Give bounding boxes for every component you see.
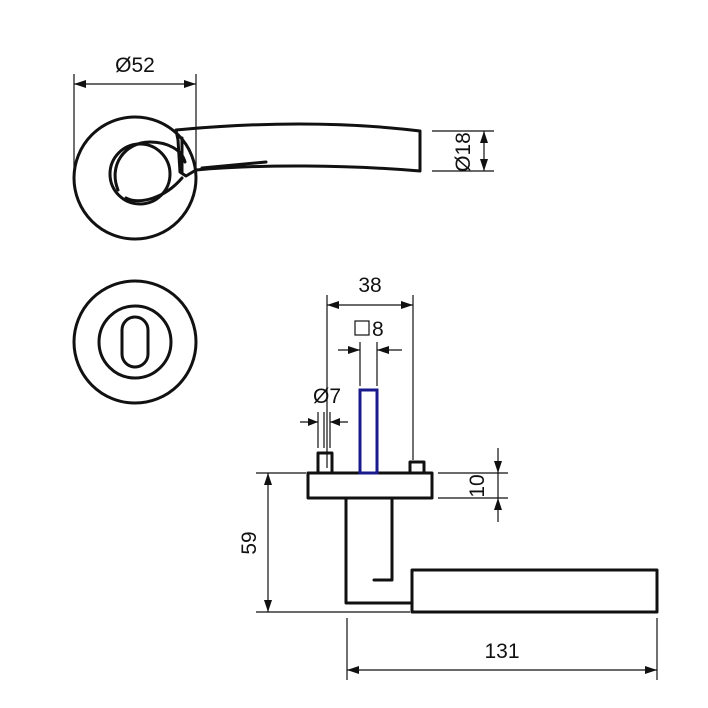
rose-thickness-label: 10 bbox=[466, 474, 489, 497]
escutcheon-outer-circle bbox=[72, 279, 198, 405]
dimension-rose-projection: 38 bbox=[326, 274, 414, 468]
lever-height-label: 59 bbox=[238, 531, 261, 554]
rose-plate bbox=[306, 471, 434, 500]
screw-diameter-label: Ø7 bbox=[313, 385, 341, 408]
dimension-rose-diameter: Ø52 bbox=[73, 54, 197, 170]
lever-neck-inner bbox=[124, 176, 184, 203]
rose-projection-label: 38 bbox=[358, 274, 381, 297]
lever-bar-side bbox=[410, 568, 659, 614]
lever-length-label: 131 bbox=[484, 640, 519, 663]
spindle-square-label: 8 bbox=[372, 318, 384, 341]
dimension-lever-length: 131 bbox=[346, 618, 658, 680]
left-screw-head bbox=[316, 451, 334, 475]
lever-neck bbox=[113, 140, 187, 192]
dimension-lever-height: 59 bbox=[238, 472, 410, 613]
escutcheon-view bbox=[72, 279, 198, 405]
rose-diameter-label: Ø52 bbox=[115, 54, 155, 77]
escutcheon-inner-circle bbox=[97, 304, 173, 380]
lever-body-top-view bbox=[174, 122, 422, 178]
top-view-lever bbox=[72, 115, 422, 241]
lever-seam-line bbox=[200, 160, 268, 170]
side-view-lever bbox=[306, 388, 659, 614]
right-screw-head bbox=[408, 460, 426, 475]
square-symbol-icon bbox=[354, 320, 370, 336]
spindle-bar bbox=[358, 388, 379, 475]
dimension-spindle-square: 8 bbox=[338, 318, 402, 386]
dimension-screw-diameter: Ø7 bbox=[300, 385, 348, 448]
dimension-lever-diameter: Ø18 bbox=[432, 130, 494, 172]
lever-diameter-label: Ø18 bbox=[452, 132, 475, 172]
dimension-rose-thickness: 10 bbox=[438, 448, 508, 522]
lever-neck-side bbox=[344, 496, 414, 605]
keyhole-icon bbox=[120, 315, 150, 369]
rose-outer-circle bbox=[72, 115, 198, 241]
